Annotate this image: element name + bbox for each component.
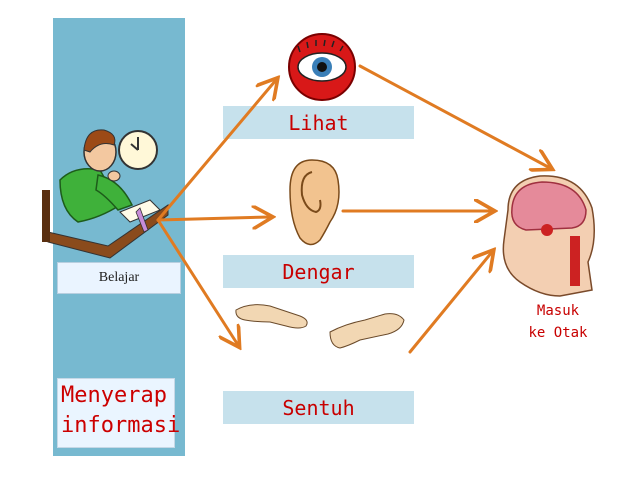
sense-label-sentuh: Sentuh: [282, 395, 355, 420]
arrow-to-dengar: [156, 217, 270, 220]
sense-bar-lihat: Lihat: [223, 106, 414, 139]
touching-hands-icon: [235, 304, 405, 349]
arrow-to-lihat: [156, 80, 276, 222]
brain-head-icon: [502, 175, 595, 297]
summary-box: Menyerap informasi: [57, 378, 181, 448]
ear-icon: [289, 159, 340, 246]
arrow-lihat-to-otak: [358, 64, 550, 168]
arrow-to-sentuh: [156, 218, 238, 345]
sense-label-lihat: Lihat: [288, 110, 349, 135]
summary-label: Menyerap informasi: [61, 383, 181, 438]
activity-label: Belajar: [98, 270, 140, 285]
arrow-sentuh-to-otak: [408, 252, 492, 354]
activity-label-box: Belajar: [57, 262, 181, 294]
eye-icon: [288, 33, 356, 101]
sense-label-dengar: Dengar: [282, 259, 355, 284]
destination-label: Masuk ke Otak: [528, 303, 588, 341]
sense-bar-dengar: Dengar: [223, 255, 414, 288]
sense-bar-sentuh: Sentuh: [223, 391, 414, 424]
